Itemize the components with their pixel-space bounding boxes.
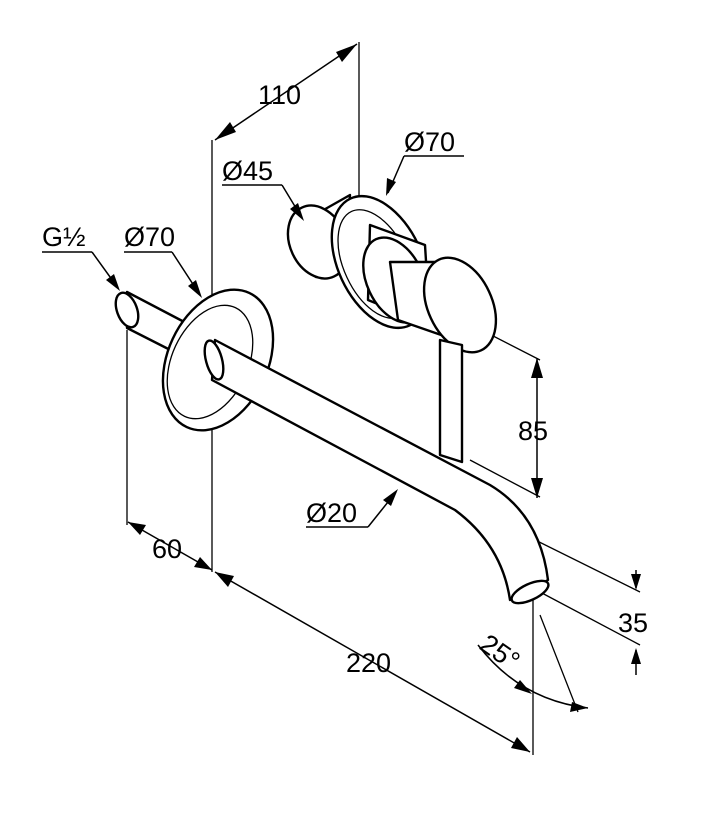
handle-lever: [438, 338, 464, 464]
dim-thread-size: G½: [42, 222, 86, 252]
dim-spout-rosette-diameter: Ø70: [124, 222, 175, 252]
handle-knob: [422, 256, 498, 354]
dim-handle-height: 85: [518, 416, 548, 446]
dimension-labels: 110 Ø45 Ø70 G½ Ø70 85 Ø20 60 220 35 25°: [42, 80, 648, 678]
dim-wall-offset: 110: [258, 80, 301, 110]
mixer-body: [286, 193, 498, 464]
dim-outlet-angle: 25°: [475, 628, 526, 676]
spout-assembly: [114, 288, 550, 605]
dim-spout-projection: 220: [346, 648, 391, 678]
spout-tube: [210, 338, 550, 602]
dim-outlet-height: 35: [618, 608, 648, 638]
dim-spout-diameter: Ø20: [306, 498, 357, 528]
dim-inlet-depth: 60: [152, 534, 182, 564]
dimension-lines: [42, 43, 641, 753]
spout-outlet: [510, 579, 550, 605]
dim-mixer-rosette-diameter: Ø70: [404, 127, 455, 157]
dim-handle-diameter: Ø45: [222, 156, 273, 186]
